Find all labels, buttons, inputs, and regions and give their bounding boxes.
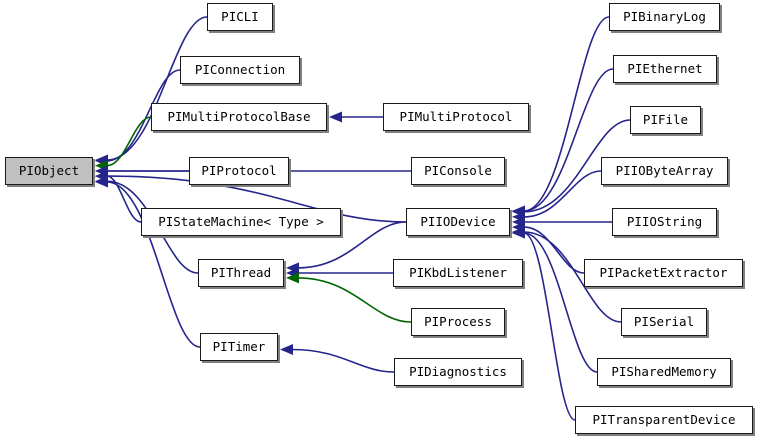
- edge-piiobytearray-to-piiodevice: [512, 170, 602, 223]
- edge-line: [523, 170, 602, 218]
- edge-pikbdlistener-to-pithread: [286, 267, 393, 279]
- edge-arrowhead: [512, 227, 525, 239]
- class-node-piconnection[interactable]: PIConnection: [180, 56, 300, 84]
- class-node-label: PIIODevice: [420, 213, 496, 229]
- edge-arrowhead: [329, 111, 342, 123]
- class-node-pistatemachine[interactable]: PIStateMachine< Type >: [141, 208, 341, 236]
- edge-line: [106, 116, 152, 167]
- edge-piiostring-to-piiodevice: [512, 216, 612, 228]
- edge-line: [297, 277, 412, 323]
- edge-line: [106, 175, 407, 223]
- edge-line: [106, 16, 208, 161]
- class-node-pibinarylog[interactable]: PIBinaryLog: [609, 3, 720, 31]
- edge-line: [523, 231, 622, 323]
- class-node-label: PITransparentDevice: [592, 411, 736, 427]
- class-node-piprotocol[interactable]: PIProtocol: [189, 157, 289, 185]
- edge-picli-to-piobject: [95, 16, 208, 166]
- edge-piprocess-to-pithread: [286, 272, 412, 323]
- edge-arrowhead: [286, 272, 299, 284]
- class-node-pifile[interactable]: PIFile: [630, 106, 701, 134]
- class-node-label: PIFile: [642, 111, 689, 127]
- class-node-label: PIEthernet: [627, 60, 703, 76]
- class-node-pimultiprotocolbase[interactable]: PIMultiProtocolBase: [151, 103, 327, 131]
- edge-line: [523, 232, 598, 373]
- class-node-piiostring[interactable]: PIIOString: [612, 208, 717, 236]
- edge-arrowhead: [280, 344, 293, 355]
- class-node-pisharedmemory[interactable]: PISharedMemory: [597, 358, 731, 386]
- class-node-pitransparentdevice[interactable]: PITransparentDevice: [575, 406, 753, 434]
- edge-line: [523, 68, 614, 212]
- edge-line: [297, 221, 407, 269]
- edge-line: [106, 181, 201, 348]
- class-node-pitimer[interactable]: PITimer: [200, 333, 278, 361]
- edge-line: [106, 175, 142, 223]
- edge-line: [523, 232, 576, 421]
- class-node-label: PIThread: [210, 264, 272, 280]
- class-node-pimultiprotocol[interactable]: PIMultiProtocol: [383, 103, 529, 131]
- class-node-piconsole[interactable]: PIConsole: [411, 157, 505, 185]
- edge-pitimer-to-piobject: [95, 176, 201, 348]
- class-node-label: PISerial: [633, 313, 695, 329]
- class-node-label: PIMultiProtocolBase: [167, 108, 311, 124]
- class-node-label: PIConnection: [194, 61, 286, 77]
- class-node-label: PIBinaryLog: [623, 8, 706, 24]
- class-node-label: PISharedMemory: [611, 363, 717, 379]
- edge-pidiagnostics-to-pitimer: [280, 344, 395, 373]
- class-node-label: PITimer: [212, 338, 266, 354]
- class-node-piserial[interactable]: PISerial: [621, 308, 707, 336]
- class-node-label: PIStateMachine< Type >: [158, 213, 324, 229]
- class-node-piprocess[interactable]: PIProcess: [411, 308, 505, 336]
- class-node-picli[interactable]: PICLI: [207, 3, 273, 31]
- edge-line: [106, 69, 181, 162]
- class-node-pithread[interactable]: PIThread: [198, 259, 284, 287]
- edge-line: [523, 16, 610, 212]
- class-node-label: PIProcess: [424, 313, 492, 329]
- class-node-label: PIDiagnostics: [409, 363, 507, 379]
- class-node-piiodevice[interactable]: PIIODevice: [406, 208, 510, 236]
- class-node-label: PIIOString: [626, 213, 703, 229]
- class-node-piethernet[interactable]: PIEthernet: [613, 55, 717, 83]
- class-node-pikbdlistener[interactable]: PIKbdListener: [393, 259, 523, 287]
- class-node-label: PIIOByteArray: [615, 162, 714, 178]
- class-node-piobject[interactable]: PIObject: [5, 157, 93, 185]
- class-node-pidiagnostics[interactable]: PIDiagnostics: [394, 358, 522, 386]
- class-node-label: PIProtocol: [201, 162, 277, 178]
- class-node-piiobytearray[interactable]: PIIOByteArray: [601, 157, 728, 185]
- edge-pitransparentdevice-to-piiodevice: [512, 227, 576, 421]
- class-node-label: PICLI: [221, 8, 259, 24]
- edge-line: [291, 348, 395, 373]
- class-node-label: PIConsole: [424, 162, 492, 178]
- edge-pimultiprotocol-to-pimultiprotocolbase: [329, 111, 383, 123]
- edge-line: [523, 226, 585, 274]
- class-node-label: PIMultiProtocol: [399, 108, 513, 124]
- edge-line: [523, 119, 631, 213]
- class-node-label: PIObject: [18, 162, 80, 178]
- class-node-label: PIPacketExtractor: [599, 264, 728, 280]
- class-node-label: PIKbdListener: [409, 264, 507, 280]
- edge-arrowhead: [95, 165, 108, 177]
- class-node-pipacketextractor[interactable]: PIPacketExtractor: [584, 259, 743, 287]
